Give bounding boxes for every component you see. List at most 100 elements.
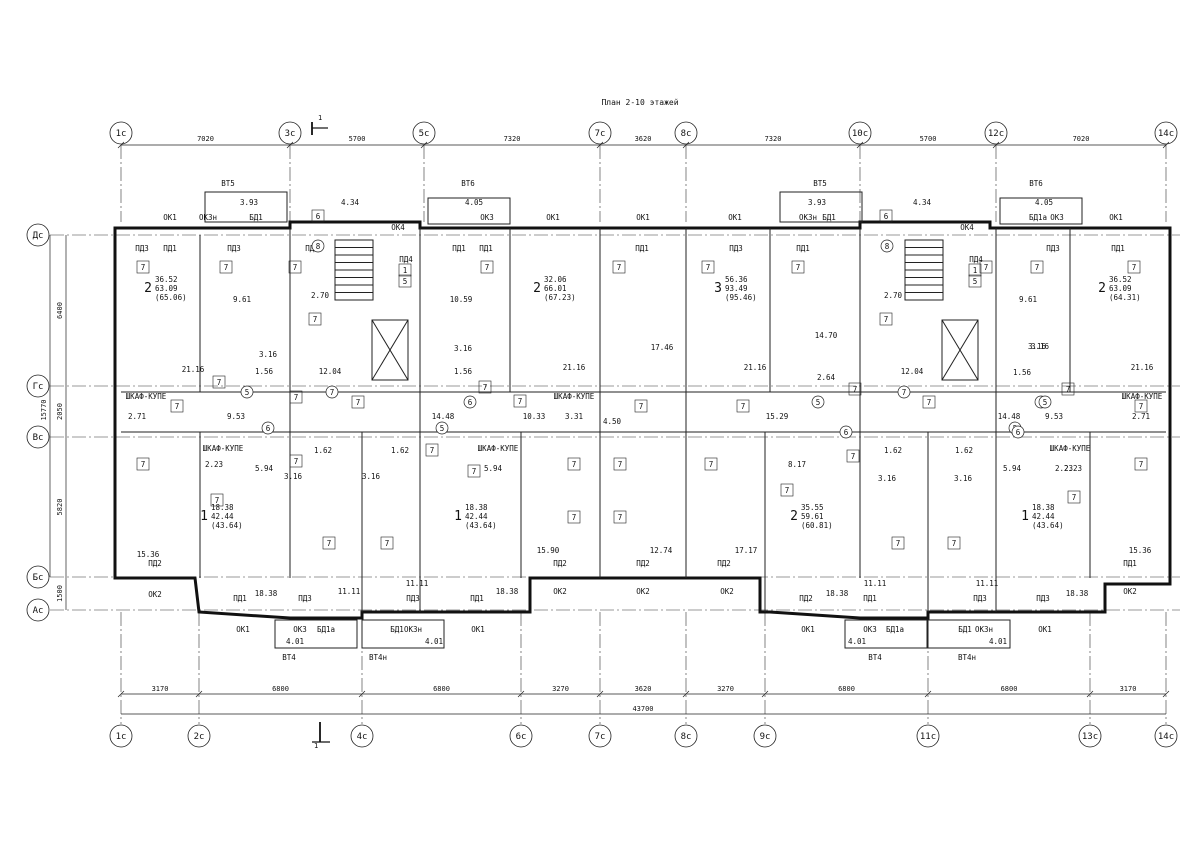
dim-bottom: 6800 xyxy=(1001,685,1018,693)
window-label: ОК3н xyxy=(199,213,217,222)
room-area: 9.53 xyxy=(227,412,245,421)
room-area: 1.62 xyxy=(314,446,332,455)
dim-bottom: 3270 xyxy=(717,685,734,693)
room-area: 4.01 xyxy=(286,637,304,646)
room-area: 5.94 xyxy=(484,464,503,473)
stacked-number-box xyxy=(351,395,365,409)
circled-number xyxy=(839,425,853,439)
stacked-number-box xyxy=(1134,399,1148,413)
dim-top: 7320 xyxy=(765,135,782,143)
door-label: ПД4 xyxy=(399,255,413,264)
window-label: ОК3 xyxy=(863,625,877,634)
dim-top: 7020 xyxy=(1073,135,1090,143)
dim-left: 2050 xyxy=(56,403,64,420)
stacked-number: 7 xyxy=(618,460,623,469)
room-area: 2.70 xyxy=(884,291,903,300)
circled-number-label: 8 xyxy=(316,242,321,251)
door-label: ПД2 xyxy=(636,559,650,568)
apartment-living-area: 36.52 xyxy=(155,275,178,284)
room-area: 3.93 xyxy=(808,198,826,207)
room-area: 18.38 xyxy=(255,589,278,598)
stacked-number: 7 xyxy=(853,385,858,394)
stacked-number-box xyxy=(947,536,961,550)
axis-bubble-bottom xyxy=(674,724,698,748)
stacked-number-box xyxy=(848,382,862,396)
closet-label: ШКАФ-КУПЕ xyxy=(554,392,595,401)
stacked-number: 7 xyxy=(927,398,932,407)
stacked-number-box xyxy=(1067,490,1081,504)
room-area: 12.74 xyxy=(650,546,673,555)
axis-label-bottom: 1c xyxy=(116,732,127,742)
door-label: ПД1 xyxy=(1111,244,1125,253)
window-label: БД1 xyxy=(958,625,972,634)
walls xyxy=(113,191,1172,649)
room-area: 18.38 xyxy=(496,587,519,596)
stacked-number-box xyxy=(612,260,626,274)
apartment-living-area: 18.38 xyxy=(1032,503,1055,512)
dim-top: 7320 xyxy=(504,135,521,143)
apartment-full-area: (95.46) xyxy=(725,293,757,302)
stacked-number-box xyxy=(891,536,905,550)
stacked-number: 7 xyxy=(356,398,361,407)
axis-bubble-bottom xyxy=(916,724,940,748)
door-label: ПД1 xyxy=(863,594,877,603)
door-label: ПД3 xyxy=(227,244,241,253)
stacked-number: 7 xyxy=(639,402,644,411)
window-label: ОК2 xyxy=(553,587,567,596)
stacked-number: 7 xyxy=(796,263,801,272)
apartment-rooms: 1 xyxy=(200,509,208,524)
circled-number-label: 8 xyxy=(885,242,890,251)
room-area: 2.23 xyxy=(205,460,223,469)
room-area: 3.31 xyxy=(565,412,583,421)
axis-label-top: 3c xyxy=(285,129,296,139)
axis-label-bottom: 6c xyxy=(516,732,527,742)
axis-label-top: 7c xyxy=(595,129,606,139)
circled-number-label: 6 xyxy=(844,428,849,437)
circled-number-label: 6 xyxy=(468,398,473,407)
stacked-number-box xyxy=(1127,260,1141,274)
window-label: ОК1 xyxy=(163,213,177,222)
stacked-number-box xyxy=(968,274,982,288)
room-area: 3.16 xyxy=(1031,342,1050,351)
window-label: ОК1 xyxy=(1109,213,1123,222)
stacked-number: 7 xyxy=(1066,385,1071,394)
window-label: ОК3н xyxy=(799,213,817,222)
balcony xyxy=(927,619,1011,649)
stacked-number: 7 xyxy=(294,393,299,402)
room-area: 14.48 xyxy=(998,412,1021,421)
axis-bubble-top xyxy=(412,121,436,145)
stacked-number: 7 xyxy=(224,263,229,272)
apartment-living-area: 18.38 xyxy=(465,503,488,512)
section-mark-bottom-label: 1 xyxy=(314,742,318,750)
dim-bottom: 6800 xyxy=(272,685,289,693)
window-label: БД1 xyxy=(822,213,836,222)
door-label: ПД3 xyxy=(973,594,987,603)
apartment-rooms: 2 xyxy=(790,509,798,524)
axis-label-left: Гс xyxy=(33,382,44,392)
room-area: 3.16 xyxy=(259,350,278,359)
room-area: 21.16 xyxy=(1131,363,1154,372)
room-area: 4.50 xyxy=(603,417,622,426)
circled-number-label: 6 xyxy=(1016,428,1021,437)
stacked-number: 7 xyxy=(617,263,622,272)
elevator-shaft xyxy=(941,319,979,381)
stacked-number-box xyxy=(704,457,718,471)
window-label: ОК2 xyxy=(636,587,650,596)
axis-label-left: Дс xyxy=(33,231,44,241)
stacked-number: 6 xyxy=(884,212,889,221)
room-area: 3.16 xyxy=(362,472,381,481)
axis-bubble-top xyxy=(984,121,1008,145)
window-label: ОК3н xyxy=(975,625,993,634)
room-area: 21.16 xyxy=(563,363,586,372)
stacked-number: 7 xyxy=(884,315,889,324)
circled-number-label: 5 xyxy=(1043,398,1048,407)
stacked-number-box xyxy=(210,493,224,507)
stacked-number-box xyxy=(513,394,527,408)
axis-bubble-top xyxy=(278,121,302,145)
stacked-number-box xyxy=(380,536,394,550)
window-label: БД1а xyxy=(317,625,335,634)
room-area: 17.46 xyxy=(651,343,674,352)
room-area: 11.11 xyxy=(976,579,999,588)
room-area: 4.01 xyxy=(425,637,443,646)
